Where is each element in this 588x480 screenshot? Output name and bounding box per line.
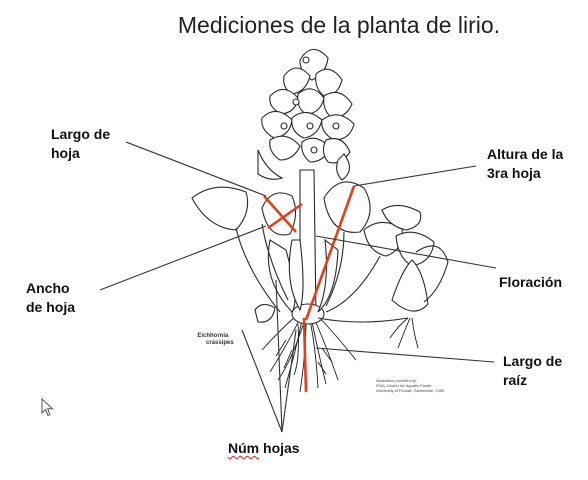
label-largo-de-hoja: Largo de hoja bbox=[51, 125, 110, 163]
label-num-hojas: Núm hojas bbox=[228, 439, 300, 458]
hojas-word: hojas bbox=[259, 440, 299, 456]
daughter-plant bbox=[392, 260, 428, 311]
leaf-far-left bbox=[192, 187, 248, 230]
leader-largo-raiz bbox=[316, 348, 494, 362]
illustration-credit: Illustration provided by: IFAS, Center f… bbox=[376, 378, 444, 393]
num-word: Núm bbox=[228, 440, 259, 456]
leader-largo-hoja bbox=[126, 142, 266, 196]
mouse-pointer-icon bbox=[41, 398, 55, 418]
leader-altura-3ra bbox=[354, 166, 476, 186]
leader-num-hojas-3 bbox=[282, 330, 296, 432]
label-largo-de-raiz: Largo de raíz bbox=[503, 352, 562, 390]
leader-num-hojas-2 bbox=[242, 330, 282, 432]
leader-num-hojas-1 bbox=[276, 280, 282, 432]
leader-ancho-hoja bbox=[100, 226, 266, 290]
flower-spike bbox=[258, 49, 354, 180]
species-caption: Eichhornia crassipes bbox=[192, 333, 234, 347]
label-altura-3ra-hoja: Altura de la 3ra hoja bbox=[487, 145, 563, 183]
label-floracion: Floración bbox=[499, 273, 562, 292]
label-ancho-de-hoja: Ancho de hoja bbox=[26, 279, 75, 317]
